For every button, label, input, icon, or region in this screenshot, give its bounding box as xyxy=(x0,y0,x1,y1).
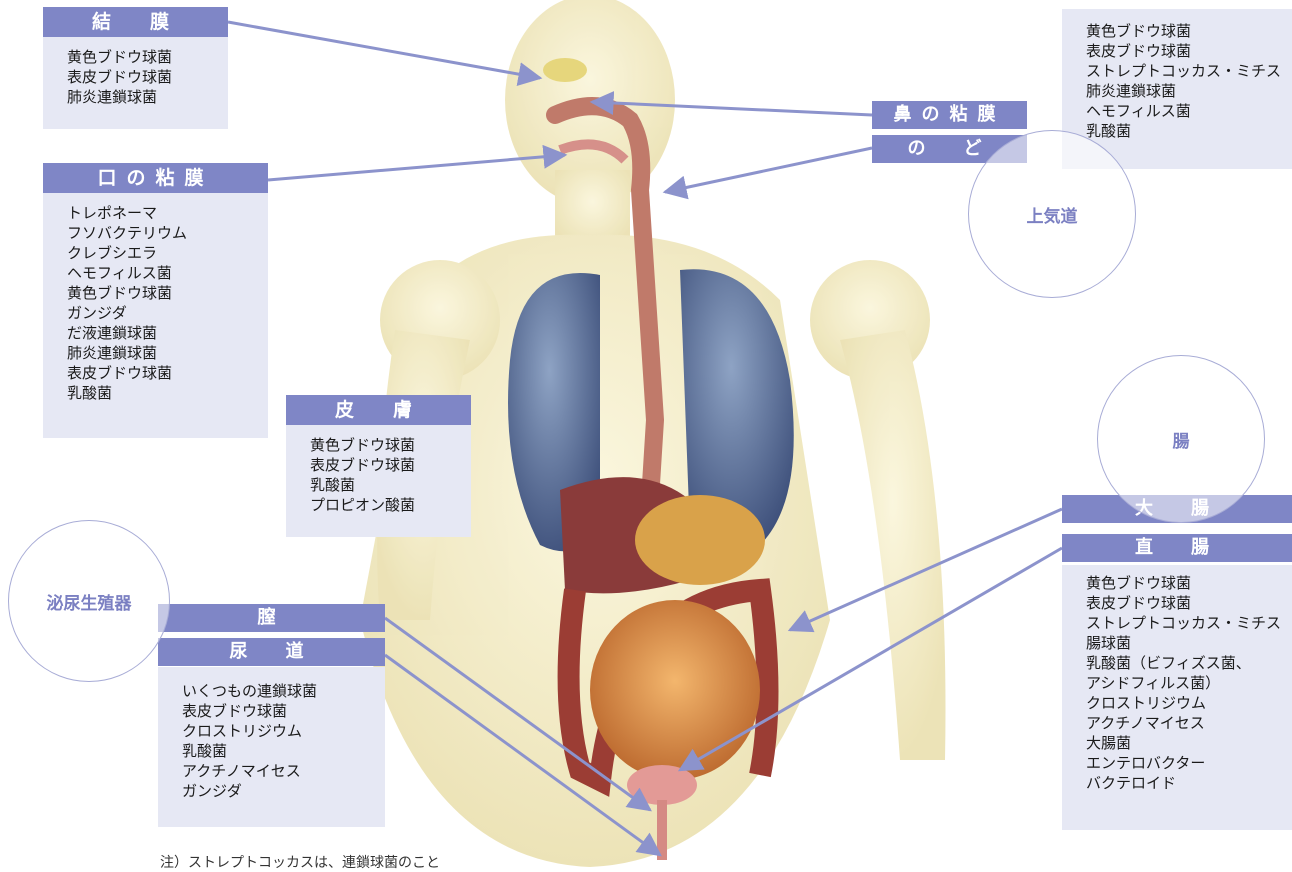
bacteria-item: 表皮ブドウ球菌 xyxy=(1086,593,1292,613)
bacteria-item: 表皮ブドウ球菌 xyxy=(67,67,228,87)
bacteria-item: ストレプトコッカス・ミチス xyxy=(1086,613,1292,633)
bacteria-item: いくつもの連鎖球菌 xyxy=(182,681,385,701)
box-mouth: 口の粘膜 トレポネーマフソバクテリウムクレブシエラヘモフィルス菌黄色ブドウ球菌ガ… xyxy=(43,163,268,438)
bacteria-item: 乳酸菌 xyxy=(182,741,385,761)
circle-upper-airway: 上気道 xyxy=(968,130,1136,298)
bacteria-item: バクテロイド xyxy=(1086,773,1292,793)
upper-airway-list: 黄色ブドウ球菌表皮ブドウ球菌ストレプトコッカス・ミチス肺炎連鎖球菌ヘモフィルス菌… xyxy=(1062,9,1292,151)
footnote: 注）ストレプトコッカスは、連鎖球菌のこと xyxy=(160,852,440,872)
bacteria-item: ガンジダ xyxy=(182,781,385,801)
bacteria-item: ガンジダ xyxy=(67,303,268,323)
uterus xyxy=(627,765,697,805)
bacteria-item: トレポネーマ xyxy=(67,203,268,223)
small-intestine xyxy=(590,600,760,780)
bacteria-item: クロストリジウム xyxy=(1086,693,1292,713)
stomach xyxy=(635,495,765,585)
box-urogenital: いくつもの連鎖球菌表皮ブドウ球菌クロストリジウム乳酸菌アクチノマイセスガンジダ xyxy=(158,667,385,827)
circle-urogenital: 泌尿生殖器 xyxy=(8,520,170,682)
bacteria-item: ストレプトコッカス・ミチス xyxy=(1086,61,1292,81)
tag-rectum: 直 腸 xyxy=(1062,534,1292,562)
mouth-list: トレポネーマフソバクテリウムクレブシエラヘモフィルス菌黄色ブドウ球菌ガンジダだ液… xyxy=(43,193,268,413)
bacteria-item: クロストリジウム xyxy=(182,721,385,741)
box-skin: 皮 膚 黄色ブドウ球菌表皮ブドウ球菌乳酸菌プロピオン酸菌 xyxy=(286,395,471,537)
tag-urethra: 尿 道 xyxy=(158,638,385,666)
bacteria-item: クレブシエラ xyxy=(67,243,268,263)
bacteria-item: 乳酸菌（ビフィズス菌、 xyxy=(1086,653,1292,673)
bacteria-item: 表皮ブドウ球菌 xyxy=(182,701,385,721)
skin-list: 黄色ブドウ球菌表皮ブドウ球菌乳酸菌プロピオン酸菌 xyxy=(286,425,471,525)
bacteria-item: ヘモフィルス菌 xyxy=(1086,101,1292,121)
bacteria-item: プロピオン酸菌 xyxy=(310,495,471,515)
bacteria-item: アクチノマイセス xyxy=(1086,713,1292,733)
bacteria-item: 表皮ブドウ球菌 xyxy=(67,363,268,383)
intestine-list: 黄色ブドウ球菌表皮ブドウ球菌ストレプトコッカス・ミチス腸球菌乳酸菌（ビフィズス菌… xyxy=(1062,565,1292,803)
bacteria-item: 肺炎連鎖球菌 xyxy=(67,87,228,107)
bacteria-item: ヘモフィルス菌 xyxy=(67,263,268,283)
bacteria-item: 乳酸菌 xyxy=(1086,121,1292,141)
bacteria-item: 大腸菌 xyxy=(1086,733,1292,753)
bacteria-item: エンテロバクター xyxy=(1086,753,1292,773)
bacteria-item: 黄色ブドウ球菌 xyxy=(1086,21,1292,41)
mouth-title: 口の粘膜 xyxy=(43,163,268,193)
circle-intestine: 腸 xyxy=(1097,355,1265,523)
bacteria-item: アクチノマイセス xyxy=(182,761,385,781)
bacteria-item: 乳酸菌 xyxy=(67,383,268,403)
bacteria-item: 黄色ブドウ球菌 xyxy=(67,47,228,67)
urogenital-list: いくつもの連鎖球菌表皮ブドウ球菌クロストリジウム乳酸菌アクチノマイセスガンジダ xyxy=(158,667,385,811)
skin-title: 皮 膚 xyxy=(286,395,471,425)
box-conjunctiva: 結 膜 黄色ブドウ球菌表皮ブドウ球菌肺炎連鎖球菌 xyxy=(43,7,228,129)
conjunctiva-list: 黄色ブドウ球菌表皮ブドウ球菌肺炎連鎖球菌 xyxy=(43,37,228,117)
bacteria-item: 乳酸菌 xyxy=(310,475,471,495)
bacteria-item: 黄色ブドウ球菌 xyxy=(67,283,268,303)
tag-vagina: 膣 xyxy=(158,604,385,632)
bacteria-item: 黄色ブドウ球菌 xyxy=(310,435,471,455)
bacteria-item: 黄色ブドウ球菌 xyxy=(1086,573,1292,593)
bacteria-item: 腸球菌 xyxy=(1086,633,1292,653)
bacteria-item: アシドフィルス菌） xyxy=(1086,673,1292,693)
bacteria-item: だ液連鎖球菌 xyxy=(67,323,268,343)
conjunctiva-title: 結 膜 xyxy=(43,7,228,37)
tag-nasal-mucosa: 鼻の粘膜 xyxy=(872,101,1027,129)
bacteria-item: 肺炎連鎖球菌 xyxy=(1086,81,1292,101)
box-intestine: 黄色ブドウ球菌表皮ブドウ球菌ストレプトコッカス・ミチス腸球菌乳酸菌（ビフィズス菌… xyxy=(1062,565,1292,830)
bacteria-item: 表皮ブドウ球菌 xyxy=(310,455,471,475)
bacteria-item: 表皮ブドウ球菌 xyxy=(1086,41,1292,61)
bacteria-item: 肺炎連鎖球菌 xyxy=(67,343,268,363)
bacteria-item: フソバクテリウム xyxy=(67,223,268,243)
